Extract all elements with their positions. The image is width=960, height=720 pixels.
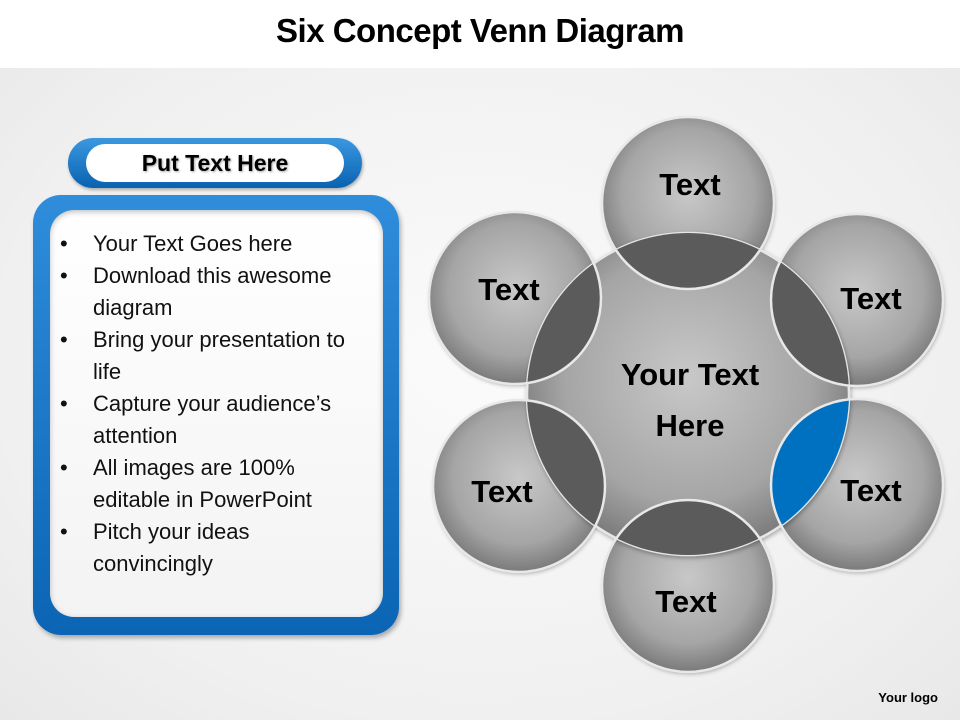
overlap-bottom xyxy=(602,500,774,555)
panel-header-text: Put Text Here xyxy=(86,144,344,182)
outer-label-lower-right: Text xyxy=(840,473,901,508)
bullet-panel-frame: Your Text Goes here Download this awesom… xyxy=(33,195,399,635)
title-bar: Six Concept Venn Diagram xyxy=(0,0,960,68)
outer-circle-outlines xyxy=(427,115,945,674)
overlap-top xyxy=(602,233,774,289)
outer-label-lower-left: Text xyxy=(471,474,532,509)
bullet-item: Download this awesome diagram xyxy=(50,260,373,324)
outer-circle-outline-lower-left xyxy=(431,398,607,574)
panel-header-pill: Put Text Here xyxy=(68,138,362,188)
slide-title: Six Concept Venn Diagram xyxy=(276,12,684,49)
center-label-line1: Your Text xyxy=(621,357,759,392)
bullet-item: Your Text Goes here xyxy=(50,228,373,260)
bullet-item: Bring your presentation to life xyxy=(50,324,373,388)
outer-circle-outline-upper-right xyxy=(769,212,945,388)
outer-circle-outline-top xyxy=(600,115,776,291)
bullet-item: Pitch your ideas convincingly xyxy=(50,516,373,580)
bullet-item: Capture your audience’s attention xyxy=(50,388,373,452)
outer-circle-outline-lower-right xyxy=(769,397,945,573)
outer-circle-outline-upper-left xyxy=(427,210,603,386)
outer-label-bottom: Text xyxy=(655,584,716,619)
bullet-panel: Your Text Goes here Download this awesom… xyxy=(50,210,383,617)
outer-label-top: Text xyxy=(659,167,720,202)
bullet-list: Your Text Goes here Download this awesom… xyxy=(50,210,383,580)
outer-label-upper-right: Text xyxy=(840,281,901,316)
logo-text: Your logo xyxy=(878,690,938,705)
center-label-line2: Here xyxy=(656,408,725,443)
bullet-item: All images are 100% editable in PowerPoi… xyxy=(50,452,373,516)
outer-label-upper-left: Text xyxy=(478,272,539,307)
outer-circle-outline-bottom xyxy=(600,498,776,674)
